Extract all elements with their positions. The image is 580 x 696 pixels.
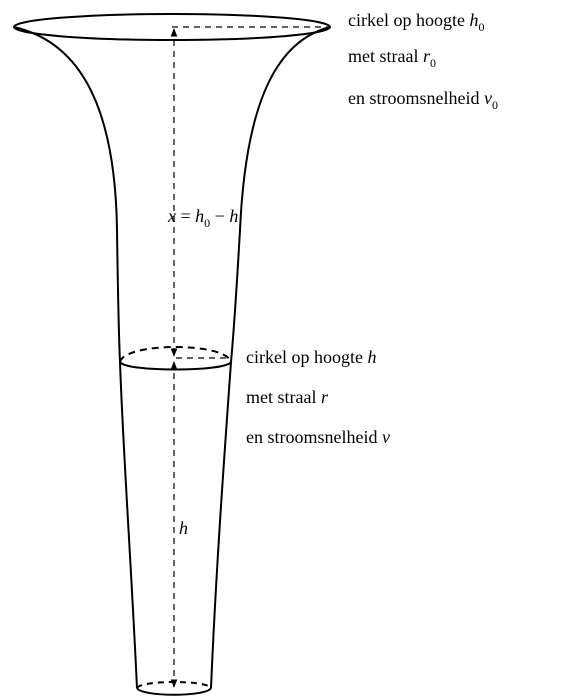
- h-label: h: [179, 518, 188, 538]
- funnel-right-wall: [210, 26, 331, 689]
- bottom-circle-front: [136, 687, 212, 696]
- middle-line-3: en stroomsnelheid v: [246, 427, 390, 447]
- middle-circle-annotation: cirkel op hoogte h met straal r en stroo…: [246, 347, 390, 447]
- middle-circle-back: [119, 346, 232, 363]
- top-line-2: met straal r0: [348, 46, 436, 70]
- middle-line-1: cirkel op hoogte h: [246, 347, 376, 367]
- funnel-left-wall: [13, 26, 138, 689]
- dimension-lines: [170, 26, 330, 688]
- top-circle-annotation: cirkel op hoogte h0 met straal r0 en str…: [348, 10, 498, 112]
- x-formula-label: x = h0 − h: [167, 206, 238, 230]
- middle-circle-front: [119, 361, 232, 371]
- top-line-3: en stroomsnelheid v0: [348, 88, 498, 112]
- top-line-1: cirkel op hoogte h0: [348, 10, 484, 34]
- middle-line-2: met straal r: [246, 387, 329, 407]
